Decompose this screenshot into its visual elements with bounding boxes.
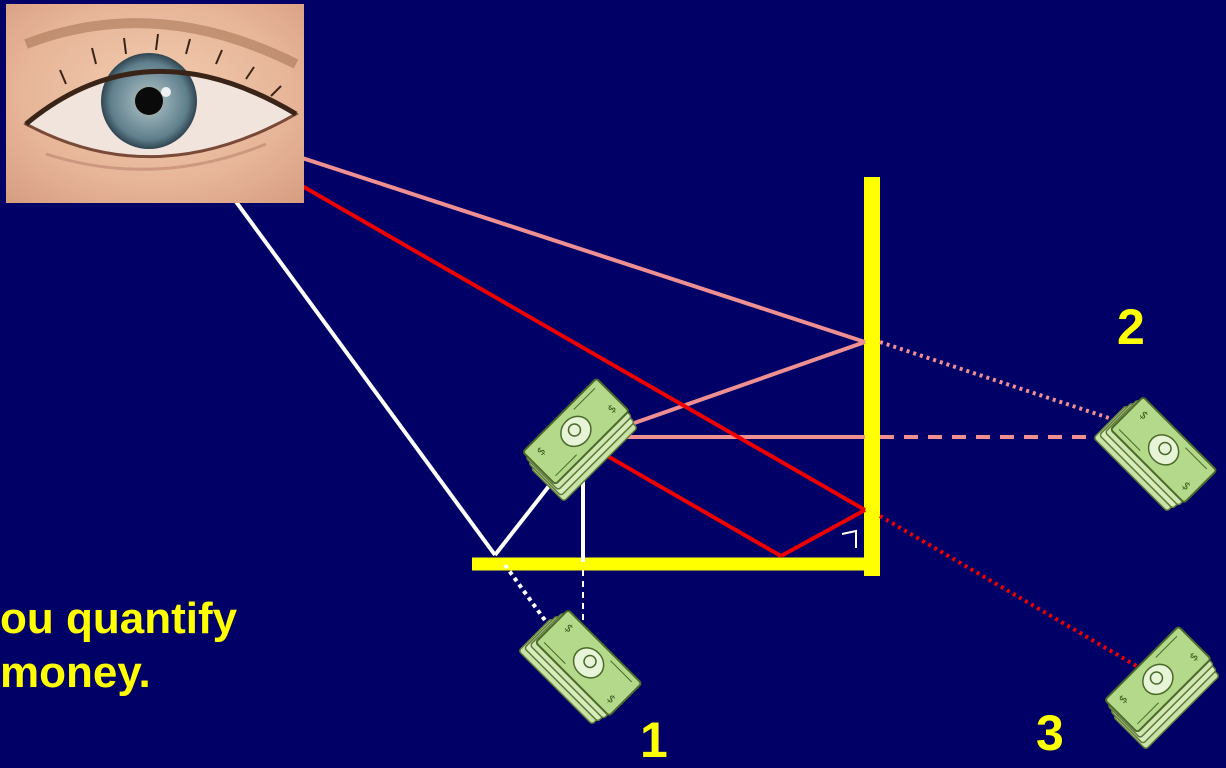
money-stack-icon (517, 604, 643, 730)
money-stack-icon (1099, 625, 1225, 751)
caption-line-2: money. (0, 648, 151, 697)
pink-ray-path (185, 118, 1160, 442)
image-label-1: 1 (640, 712, 668, 768)
caption: ou quantify money. (0, 592, 420, 700)
image-label-3: 3 (1036, 705, 1064, 761)
red-ray-path (183, 116, 1142, 670)
eye-photo (6, 4, 304, 203)
image-label-2: 2 (1117, 299, 1145, 355)
caption-line-1: ou quantify (0, 594, 238, 643)
money-stack-icon (517, 377, 643, 503)
money-stack-icon (1092, 391, 1218, 517)
right-angle-mark (841, 529, 857, 548)
